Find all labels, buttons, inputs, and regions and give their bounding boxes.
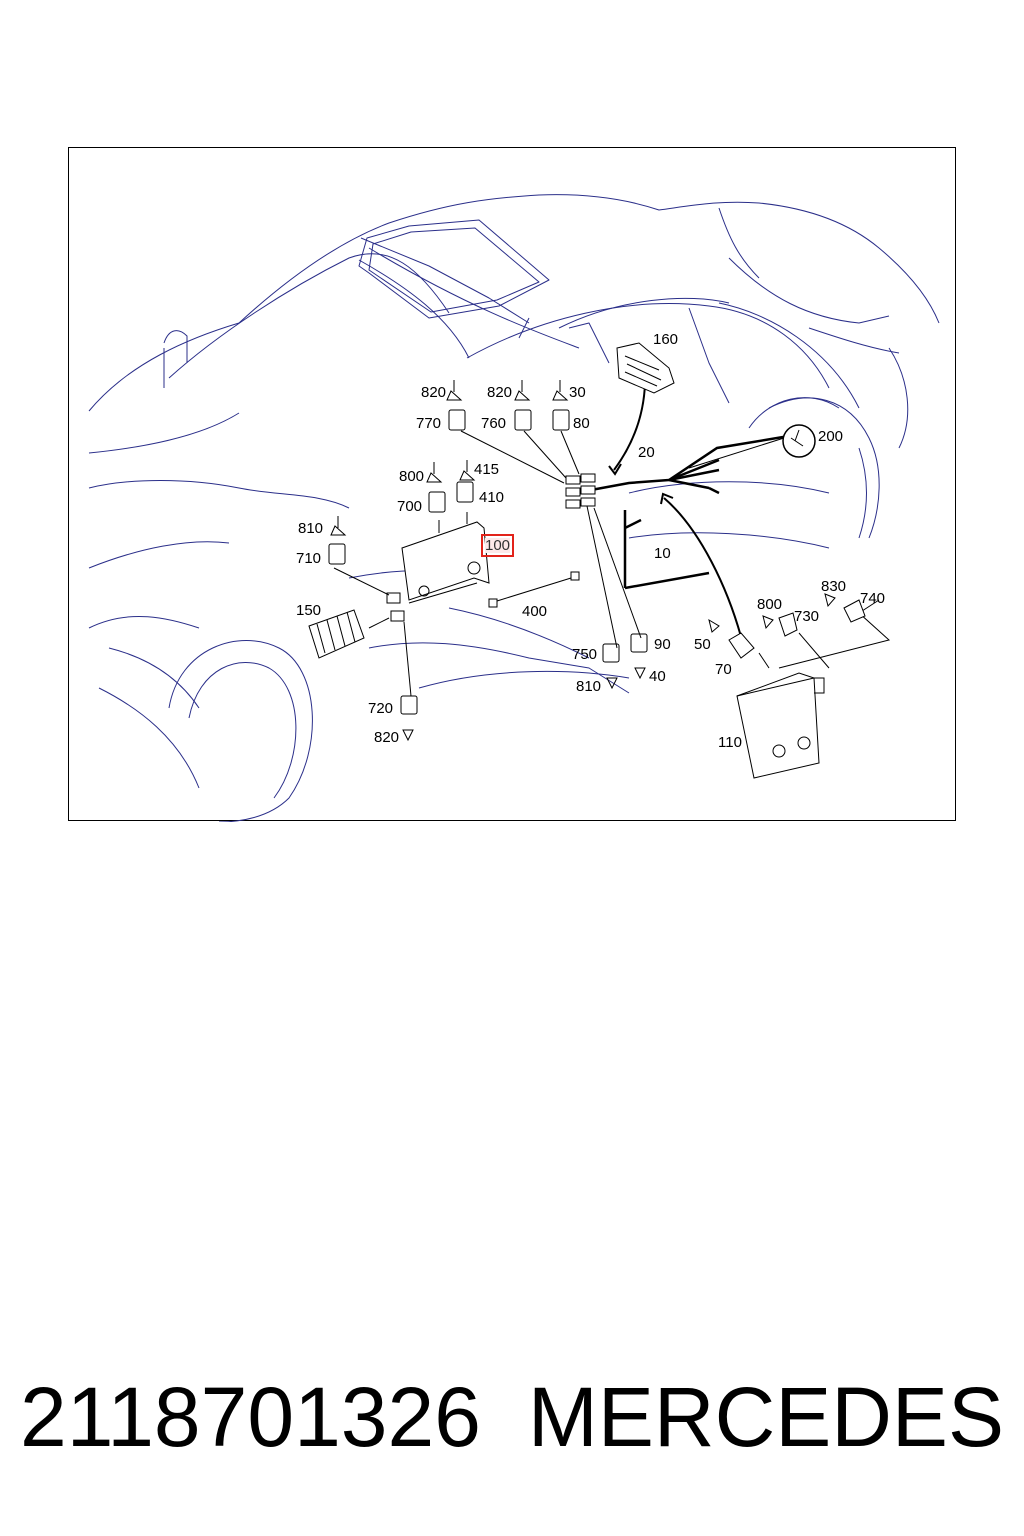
callout-830: 830 bbox=[821, 578, 847, 595]
callout-800-right: 800 bbox=[757, 596, 783, 613]
callout-710: 710 bbox=[296, 550, 322, 567]
callout-80: 80 bbox=[573, 415, 590, 432]
callout-200: 200 bbox=[818, 428, 844, 445]
car-outline bbox=[88, 194, 940, 822]
connector-symbols bbox=[328, 380, 836, 742]
callout-10: 10 bbox=[654, 545, 671, 562]
callout-90: 90 bbox=[654, 636, 671, 653]
part-number: 2118701326 bbox=[20, 1370, 481, 1464]
callout-70: 70 bbox=[715, 661, 732, 678]
callout-400: 400 bbox=[522, 603, 548, 620]
parts-lines bbox=[308, 342, 891, 779]
callout-415: 415 bbox=[474, 461, 500, 478]
callout-160: 160 bbox=[653, 331, 679, 348]
callout-700: 700 bbox=[397, 498, 423, 515]
callout-720: 720 bbox=[368, 700, 394, 717]
callout-150: 150 bbox=[296, 602, 322, 619]
parts-diagram bbox=[88, 194, 940, 822]
callout-410: 410 bbox=[479, 489, 505, 506]
callout-40: 40 bbox=[649, 668, 666, 685]
callout-760: 760 bbox=[481, 415, 507, 432]
callout-20: 20 bbox=[638, 444, 655, 461]
callout-30: 30 bbox=[569, 384, 586, 401]
diagram-frame: 160 820 820 30 770 760 80 200 20 800 415… bbox=[68, 147, 956, 822]
callout-820-top-left: 820 bbox=[421, 384, 447, 401]
brand-name: MERCEDES bbox=[527, 1370, 1004, 1464]
callout-770: 770 bbox=[416, 415, 442, 432]
callout-810-bottom: 810 bbox=[576, 678, 602, 695]
callout-730: 730 bbox=[794, 608, 820, 625]
callout-100-highlighted: 100 bbox=[480, 534, 515, 557]
callout-740: 740 bbox=[860, 590, 886, 607]
callout-820-bottom: 820 bbox=[374, 729, 400, 746]
callout-750: 750 bbox=[572, 646, 598, 663]
callout-810-left: 810 bbox=[298, 520, 324, 537]
callout-50: 50 bbox=[694, 636, 711, 653]
callout-800-mid: 800 bbox=[399, 468, 425, 485]
callout-820-top-mid: 820 bbox=[487, 384, 513, 401]
product-caption: 2118701326 MERCEDES bbox=[20, 1372, 1004, 1462]
callout-110: 110 bbox=[718, 734, 742, 751]
